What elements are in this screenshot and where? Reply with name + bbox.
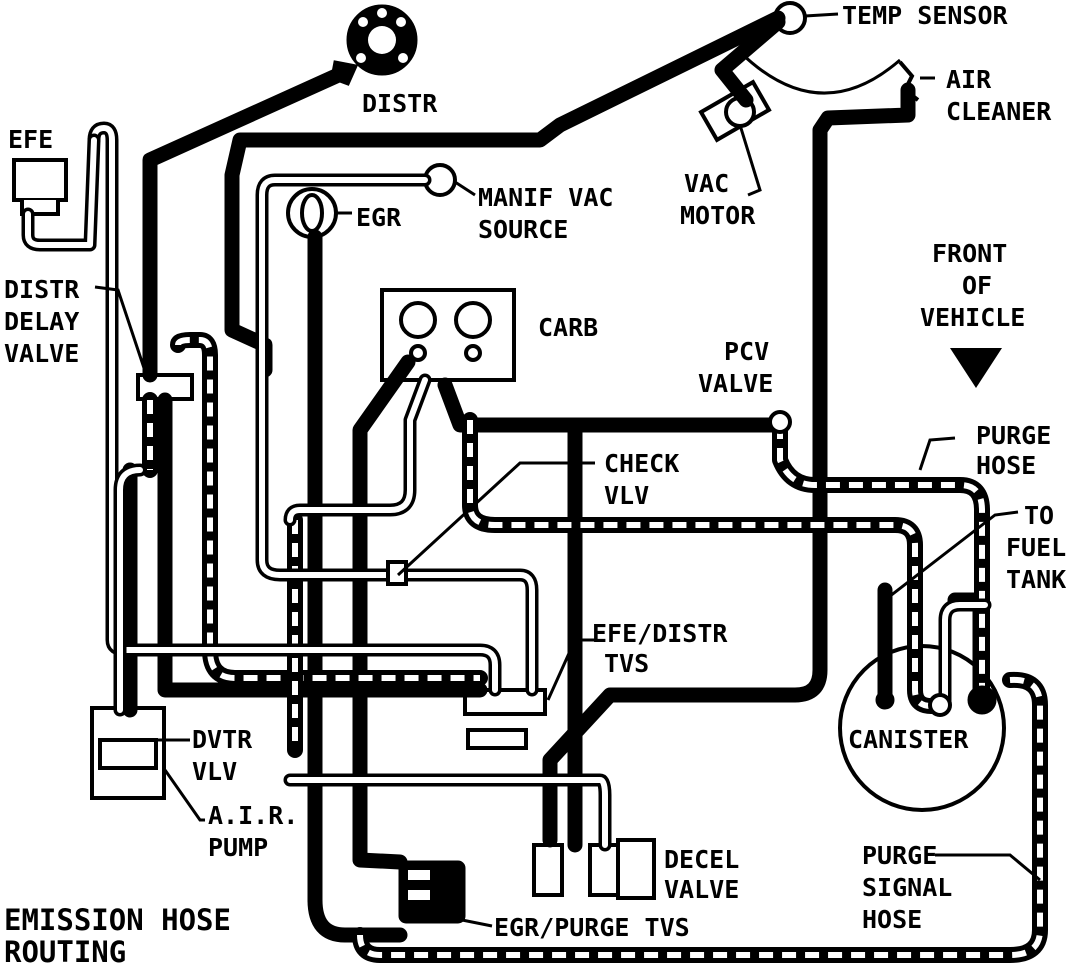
label-vac-motor-2: MOTOR — [680, 201, 756, 230]
label-front-1: FRONT — [932, 239, 1007, 268]
vacuum-hoses — [21, 121, 992, 852]
label-decel-valve-1: DECEL — [664, 845, 739, 874]
label-air-cleaner-1: AIR — [946, 65, 992, 94]
egr-valve — [286, 187, 338, 239]
label-manif-vac-1: MANIF VAC — [478, 183, 613, 212]
label-front-2: OF — [962, 271, 992, 300]
label-purge-signal-2: SIGNAL — [862, 873, 952, 902]
label-to-fuel-tank-1: TO — [1024, 501, 1054, 530]
label-efe-distr-tvs-1: EFE/DISTR — [592, 619, 728, 648]
label-to-fuel-tank-3: TANK — [1006, 565, 1066, 594]
label-efe-distr-tvs-2: TVS — [604, 649, 649, 678]
label-egr: EGR — [356, 203, 402, 232]
label-air-cleaner-2: CLEANER — [946, 97, 1052, 126]
labels: TEMP SENSOR DISTR AIR CLEANER EFE VAC MO… — [4, 1, 1066, 969]
label-egr-purge-tvs: EGR/PURGE TVS — [494, 913, 690, 942]
label-check-vlv-2: VLV — [604, 481, 649, 510]
label-air-pump-2: PUMP — [208, 833, 268, 862]
label-dvtr-vlv-2: VLV — [192, 757, 237, 786]
label-vac-motor-1: VAC — [684, 169, 729, 198]
label-purge-signal-3: HOSE — [862, 905, 922, 934]
label-to-fuel-tank-2: FUEL — [1006, 533, 1066, 562]
front-arrow-icon — [950, 348, 1002, 388]
efe-valve — [12, 158, 68, 216]
label-carb: CARB — [538, 313, 598, 342]
canister-nipples — [875, 685, 997, 717]
leader-lines — [94, 12, 1041, 928]
decel-valve — [532, 838, 656, 900]
label-front-3: VEHICLE — [920, 303, 1025, 332]
label-pcv-1: PCV — [724, 337, 769, 366]
air-cleaner — [738, 50, 920, 102]
purge-hoses — [142, 332, 1048, 963]
label-distr-delay-2: DELAY — [4, 307, 79, 336]
label-temp-sensor: TEMP SENSOR — [842, 1, 1009, 30]
label-air-pump-1: A.I.R. — [208, 801, 298, 830]
pcv-valve — [768, 410, 792, 434]
diagram-title-line-2: ROUTING — [4, 935, 126, 969]
dvtr-valve — [90, 706, 166, 800]
egr-purge-tvs — [398, 860, 466, 924]
label-distr-delay-1: DISTR — [4, 275, 80, 304]
label-pcv-2: VALVE — [698, 369, 773, 398]
label-purge-hose-2: HOSE — [976, 451, 1036, 480]
check-valve — [386, 560, 408, 586]
label-dvtr-vlv-1: DVTR — [192, 725, 253, 754]
diagram-title-line-1: EMISSION HOSE — [4, 903, 231, 937]
label-distr: DISTR — [362, 89, 438, 118]
label-purge-hose-1: PURGE — [976, 421, 1051, 450]
efe-distr-tvs — [463, 688, 547, 750]
label-canister: CANISTER — [848, 725, 969, 754]
label-decel-valve-2: VALVE — [664, 875, 739, 904]
label-purge-signal-1: PURGE — [862, 841, 937, 870]
label-distr-delay-3: VALVE — [4, 339, 79, 368]
label-manif-vac-2: SOURCE — [478, 215, 568, 244]
label-check-vlv-1: CHECK — [604, 449, 679, 478]
label-efe: EFE — [8, 125, 53, 154]
